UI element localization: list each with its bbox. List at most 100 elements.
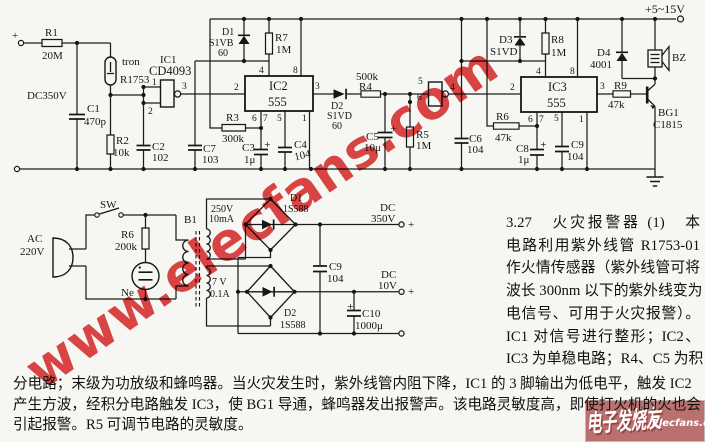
ic2-pin1: 1 [302,114,307,124]
ic3-pin4: 4 [536,67,541,77]
desc-line: IC3 为单稳电路；R4、C5 为积 [506,351,704,368]
core-lines [195,231,201,307]
dc350-out-l1: DC [380,202,395,214]
ic3-pin7: 7 [539,115,544,125]
terminal-dc350-in-minus [13,165,21,173]
c9-name: C9 [571,139,584,151]
ic2-pin8: 8 [293,66,298,76]
c4-value: 104 [293,148,312,164]
ac-label: AC [27,233,42,245]
terminals [13,15,685,337]
ic3-pin6: 6 [528,115,533,125]
bridge-rectifiers [244,198,297,319]
gate1-pin1: 1 [152,78,157,88]
corner-watermark-block [585,400,705,442]
ic3-pin3: 3 [600,82,605,92]
r9-name: R9 [614,80,627,92]
ic2-pin3: 3 [315,82,320,92]
r6b-value: 47k [495,132,512,144]
switch-sw [94,207,124,218]
r8-value: 1M [551,47,567,59]
desc-line: 电信号、可用于火灾报警）。 [506,305,700,322]
d2-name: D2 [331,101,343,112]
ac-plug-symbol [52,237,74,278]
sec1-voltage: 250V [211,204,234,215]
wires-top-circuit [17,18,676,177]
ic2-pin5: 5 [277,114,282,124]
gate2-output-bubble [441,90,449,98]
d3-value: S1VD [490,46,518,58]
neon-lamp-symbol [131,261,160,291]
gate2-pin4: 4 [450,83,455,93]
d1-value2: 60 [218,48,228,59]
d3-name: D3 [499,34,513,46]
desc-line: 引起报警。R5 可调节电路的灵敏度。 [13,417,253,434]
bridge-d1-part: 1S588 [283,204,309,215]
desc-line: IC1 对信号进行整形；IC2、 [506,328,700,345]
r8-name: R8 [551,34,564,46]
ic2-pin7: 7 [263,114,268,124]
c5-value: 10μ [364,142,381,154]
terminal-dc350-in-plus [17,39,25,47]
uv-tube-type: tron [122,56,140,68]
c9-value: 104 [567,151,584,163]
r5-value: 1M [416,140,432,152]
r2-value: 10k [113,147,130,159]
description-column: 3.27 火灾报警器 (1) 本 电路利用紫外线管 R1753-01 作火情传感… [506,212,704,371]
r4-value: 500k [356,71,379,83]
r7-value: 1M [276,44,292,56]
c7-value: 103 [202,154,219,166]
r1-name: R1 [45,27,58,39]
dc10-out-plus: + [408,286,414,298]
ic3-part: 555 [547,96,566,110]
terminal-vcc [676,15,685,23]
ic1-part: CD4093 [149,64,191,78]
r3-value: 300k [222,133,245,145]
gate2-pin5: 5 [418,77,423,87]
ic1-name: IC1 [160,54,177,66]
sec2-voltage: 7 V [212,277,227,288]
c8-plus: + [540,140,547,149]
bridge-d2-part: 1S588 [280,320,306,331]
gate2-pin6: 6 [417,93,422,103]
sec1-current: 10mA [209,214,235,225]
desc-line: 电路利用紫外线管 R1753-01 [506,237,700,254]
corner-watermark-en: Elecfans.com [652,418,705,429]
bridge-d1 [244,198,297,251]
dc350-out-plus: + [408,219,414,231]
c10-value: 1000μ [355,320,383,332]
c3-name: C3 [242,142,255,154]
bridge-d1-name: D1 [290,193,302,204]
secondary-winding-250v [206,228,211,260]
c10-name: C10 [362,308,381,320]
r6b-name: R6 [496,111,509,123]
ic3-name: IC3 [548,80,567,94]
sw-label: SW [100,199,117,211]
gate1-pin3: 3 [182,82,187,92]
bridge-d2 [246,265,296,319]
bg1-part: C1815 [653,119,683,131]
uv-tube-name: R1753 [120,74,150,86]
c2-value: 102 [152,152,169,164]
c5-plus: + [390,124,397,133]
c7-name: C7 [203,143,216,155]
description-bottom: 分电路；末级为功放级和蜂鸣器。当火灾发生时，紫外线管内阻下降，IC1 的 3 脚… [13,374,701,436]
c5-name: C5 [366,131,379,143]
c4-name: C4 [294,139,307,151]
ic3-body [520,76,598,113]
wires-psu [69,198,399,335]
dc350v-input-label: DC350V [27,90,67,102]
transistor-bg1 [645,83,656,110]
dc10-out-l1: DC [381,269,396,281]
d4-value: 4001 [590,59,612,71]
resistor-bodies [41,32,632,250]
primary-winding [182,239,189,287]
desc-line: 波长 300nm 以下的紫外线变为 [506,283,703,300]
gate1-body [159,79,175,108]
r5-name: R5 [416,129,429,141]
r7-name: R7 [275,32,288,44]
ne-label: Ne [121,287,134,299]
c3-value: 1μ [244,154,256,166]
r3-name: R3 [226,112,239,124]
